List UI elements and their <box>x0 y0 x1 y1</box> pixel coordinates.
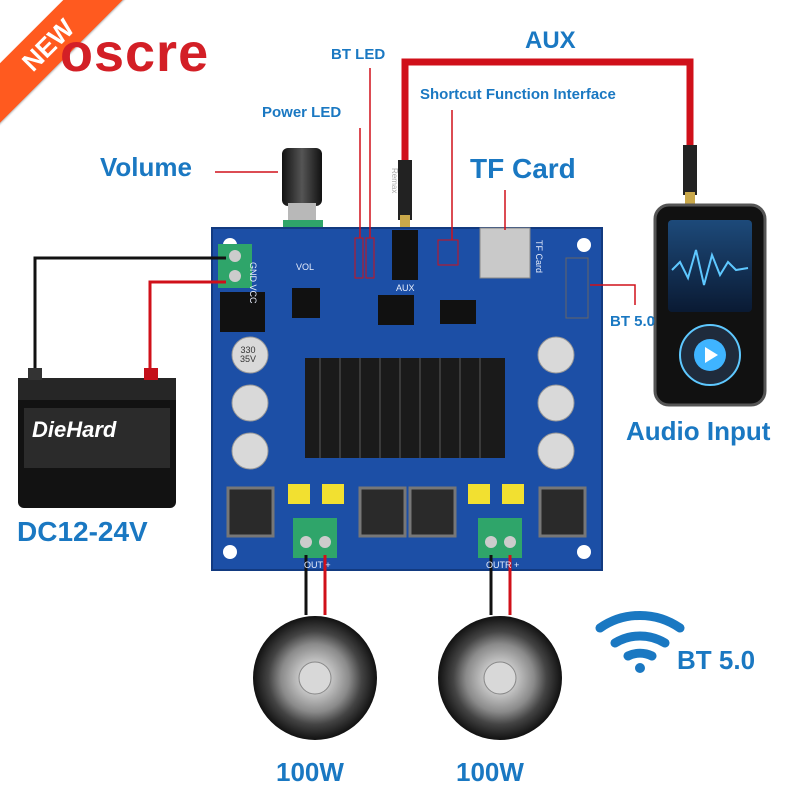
bt-led-label: BT LED <box>331 46 386 63</box>
speaker-right <box>438 616 562 740</box>
silk-out-left: OUT + <box>304 560 331 570</box>
shortcut-label: Shortcut Function Interface <box>420 86 616 103</box>
aux-cable <box>398 58 697 245</box>
battery <box>18 368 176 508</box>
plug-brand: Remax <box>390 168 399 194</box>
volume-label: Volume <box>100 152 192 182</box>
wifi-icon <box>595 611 685 673</box>
dc-voltage-label: DC12-24V <box>17 516 148 547</box>
leader-lines <box>215 68 636 305</box>
speaker-left <box>253 616 377 740</box>
silk-out-right: OUTR + <box>486 560 520 570</box>
audio-input-label: Audio Input <box>626 416 771 446</box>
audio-player <box>653 203 767 407</box>
aux-label: AUX <box>525 27 576 54</box>
bt50-small-label: BT 5.0 <box>610 313 656 330</box>
capacitor-label: 330 35V <box>240 345 257 364</box>
silk-tf: TF Card <box>534 240 544 274</box>
tf-card-label: TF Card <box>470 153 576 184</box>
brand-watermark: oscre <box>60 23 210 83</box>
speaker-wires <box>304 555 512 615</box>
bt50-big-label: BT 5.0 <box>677 645 756 675</box>
power-led-label: Power LED <box>262 104 342 121</box>
battery-wires <box>33 256 226 375</box>
amplifier-board <box>211 227 603 571</box>
speaker-left-label: 100W <box>276 757 344 787</box>
silk-gnd-vcc: GND VCC <box>248 262 258 304</box>
battery-brand: DieHard <box>32 417 117 442</box>
silk-aux: AUX <box>396 283 415 293</box>
speaker-right-label: 100W <box>456 757 524 787</box>
silk-vol: VOL <box>296 262 315 272</box>
